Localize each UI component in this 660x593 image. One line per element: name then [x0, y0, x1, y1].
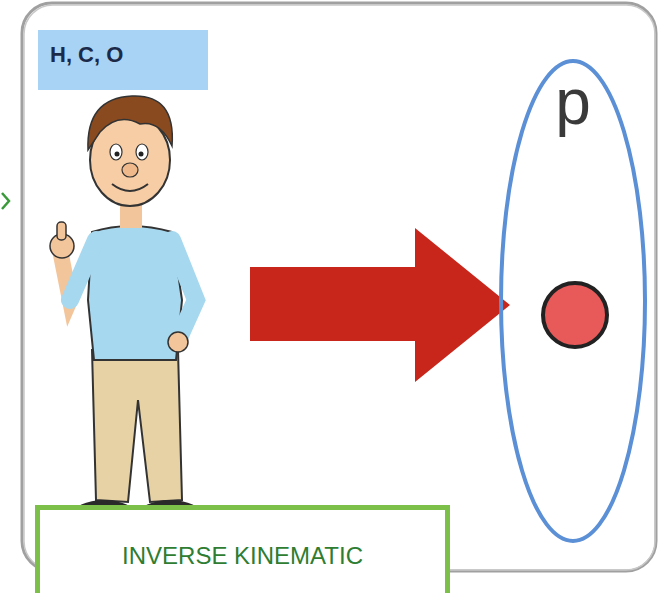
particle-ellipse: p: [498, 58, 648, 544]
node-label: p: [498, 58, 648, 140]
node-label: INVERSE KINEMATIC: [40, 510, 445, 570]
particle-dot: [543, 283, 607, 347]
arrow-tip: [2, 193, 9, 209]
block-arrow: [250, 228, 510, 382]
panel-outline: [22, 3, 656, 571]
panel-outline-sketch: [24, 5, 655, 570]
cartoon-man: [50, 96, 202, 530]
element-label-box: H, C, O: [38, 30, 208, 90]
method-label-box: INVERSE KINEMATIC: [35, 505, 450, 593]
node-label: H, C, O: [38, 30, 208, 79]
